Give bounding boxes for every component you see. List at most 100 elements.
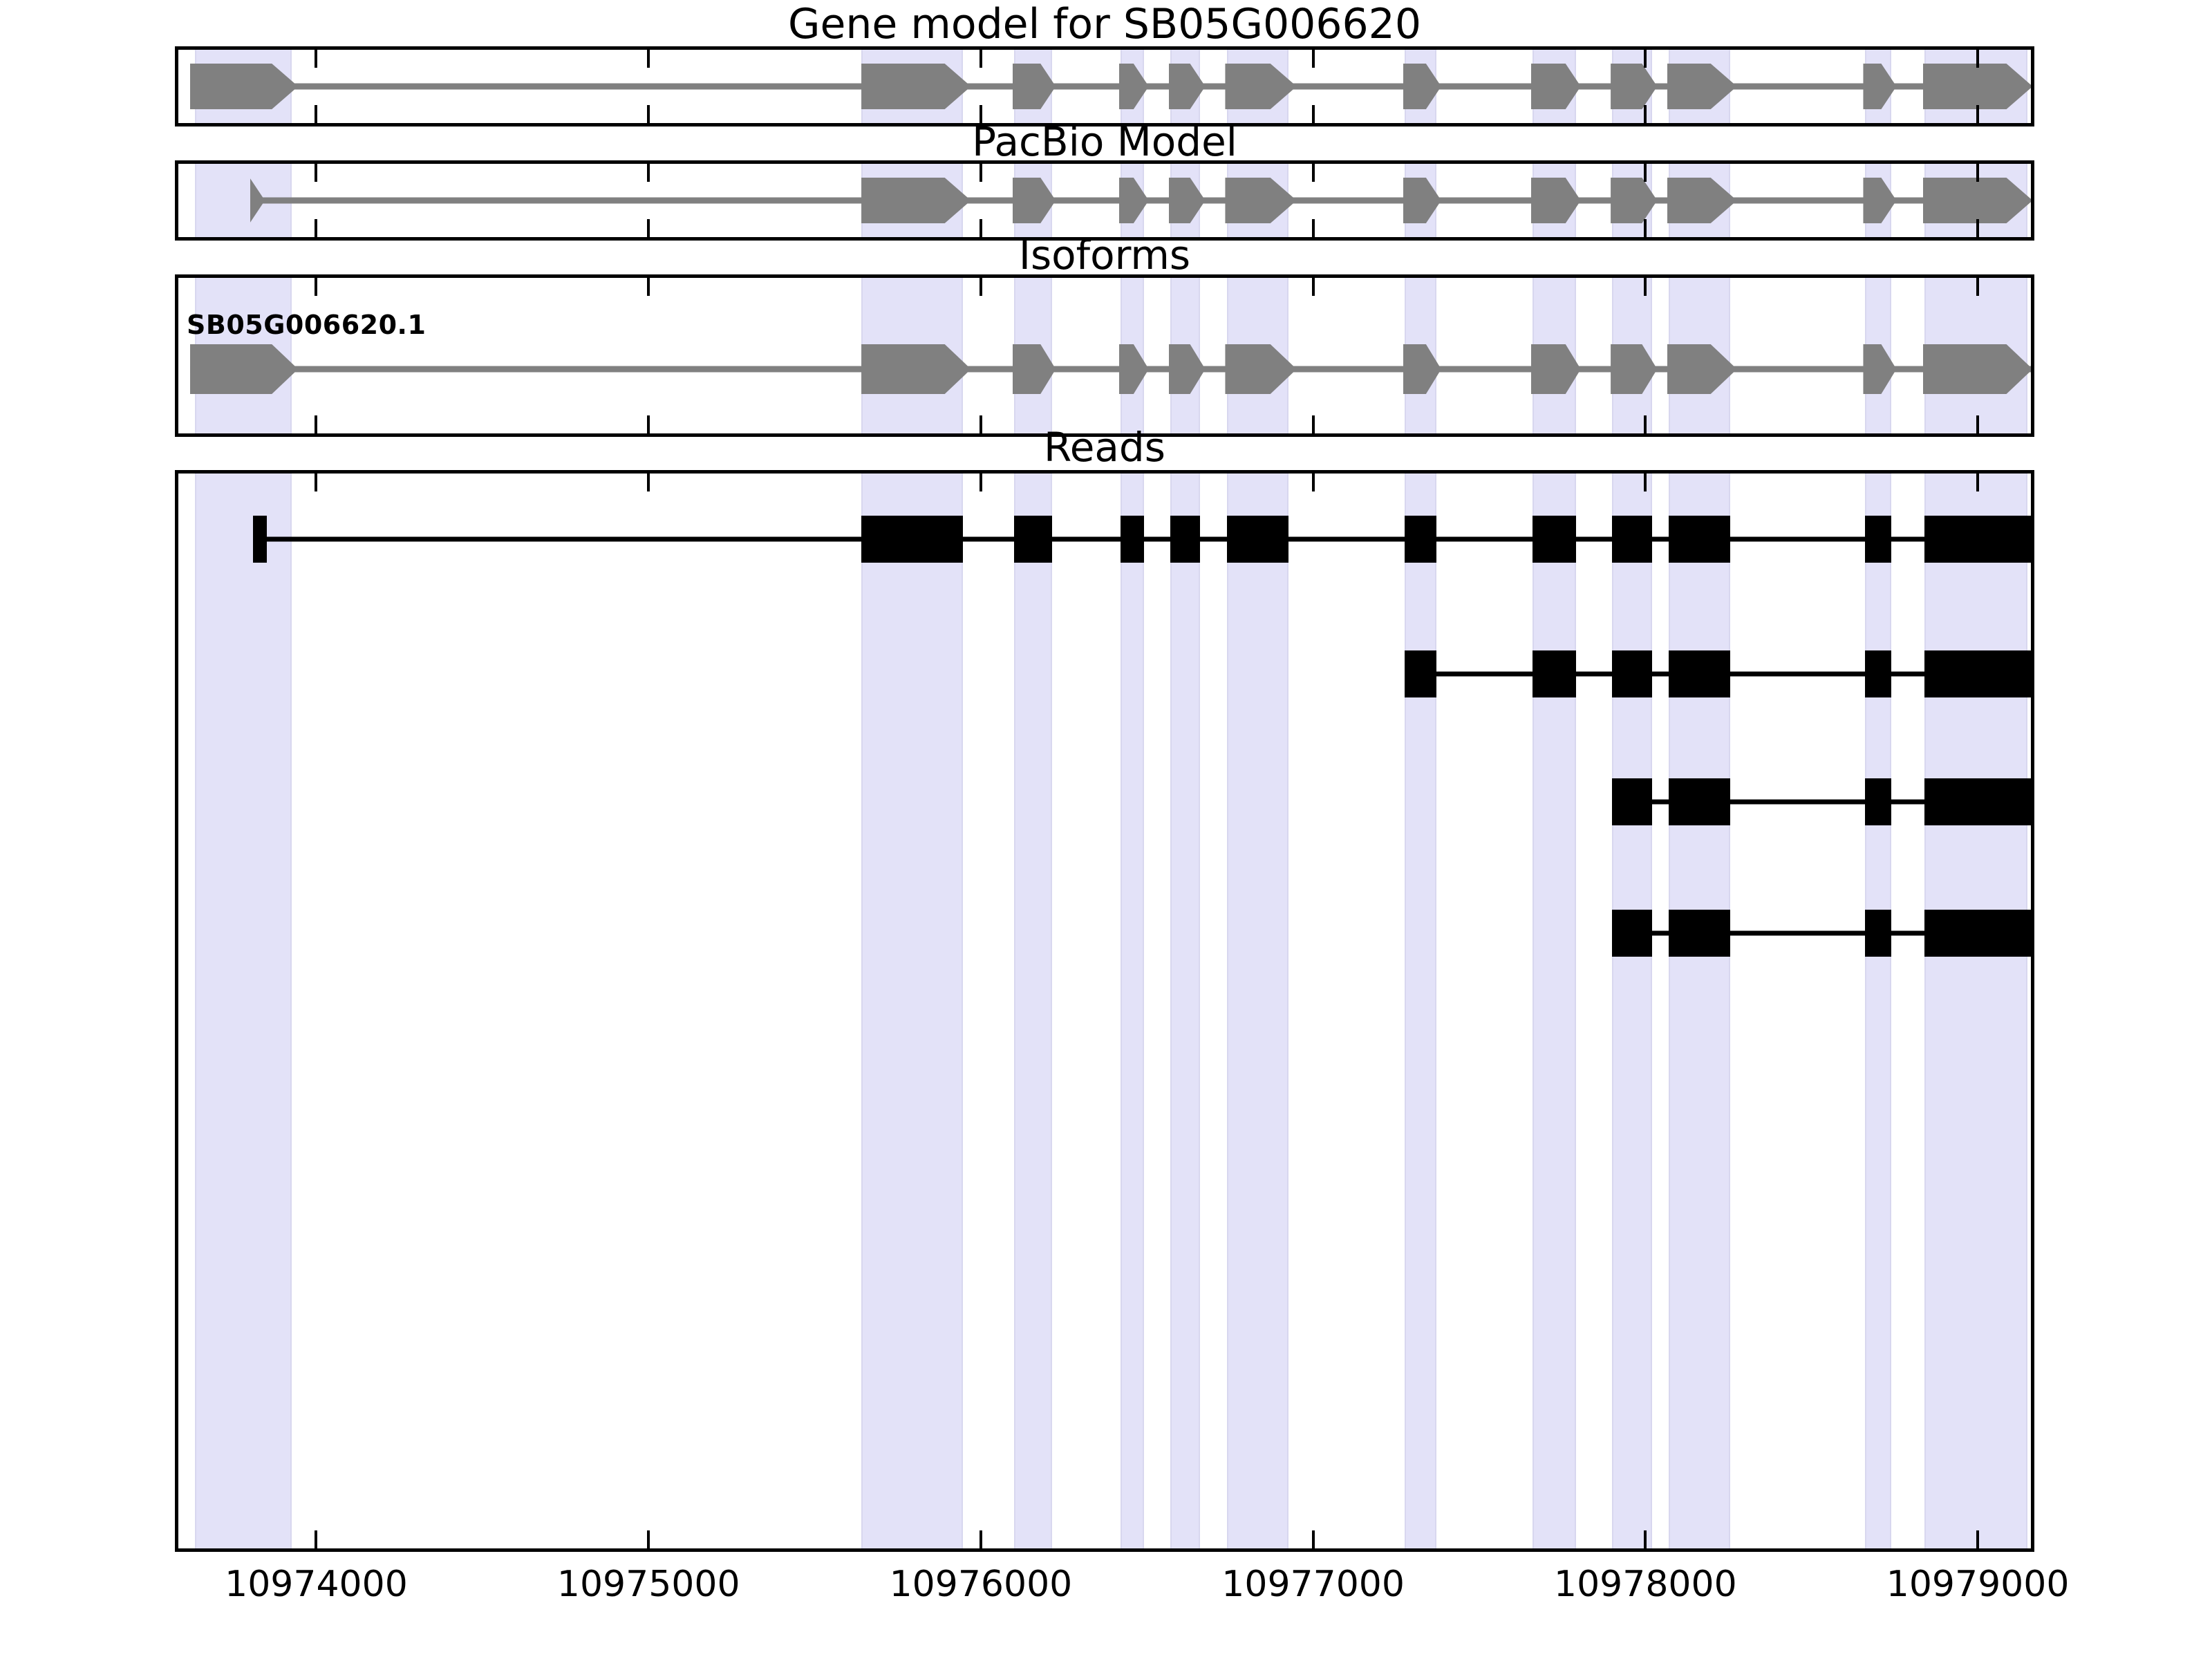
axis-tick (1976, 1530, 1980, 1548)
panel-reads (175, 470, 2034, 1552)
exon-block (1403, 178, 1441, 223)
exon-block (861, 344, 971, 394)
axis-tick (315, 1530, 318, 1548)
exon-block (1667, 64, 1737, 109)
exon-block (1863, 344, 1896, 394)
axis-tick (1644, 1530, 1647, 1548)
exon-block (1863, 64, 1896, 109)
axis-tick (1644, 415, 1647, 433)
axis-tick-label: 10978000 (1554, 1564, 1737, 1605)
read-exon-block (1405, 650, 1436, 697)
exon-block (1667, 344, 1737, 394)
axis-tick (979, 474, 982, 491)
read-row (178, 650, 2031, 697)
panel-isoforms: SB05G006620.1 (175, 274, 2034, 437)
highlight-band (1405, 474, 1436, 1548)
read-exon-block (1924, 650, 2031, 697)
axis-tick (979, 278, 982, 296)
axis-tick (979, 1530, 982, 1548)
highlight-band (1170, 474, 1201, 1548)
exon-block (250, 178, 265, 223)
axis-tick (1976, 474, 1980, 491)
highlight-band (1864, 474, 1892, 1548)
highlight-band (1226, 474, 1288, 1548)
exon-block (1013, 178, 1056, 223)
exon-block (1119, 64, 1149, 109)
exon-block (1013, 344, 1056, 394)
axis-tick (1311, 105, 1315, 123)
read-exon-block (1612, 778, 1653, 825)
panel-title-isoforms: Isoforms (1018, 232, 1191, 279)
read-exon-block (1864, 778, 1892, 825)
track-reads (178, 474, 2031, 1548)
isoform-label: SB05G006620.1 (187, 310, 427, 340)
read-exon-block (1924, 516, 2031, 563)
axis-tick (647, 164, 650, 182)
read-exon-block (1669, 650, 1731, 697)
axis-tick-label: 10975000 (556, 1564, 740, 1605)
axis-tick (1644, 278, 1647, 296)
axis-tick (1644, 50, 1647, 68)
read-exon-block (1924, 910, 2031, 957)
exon-block (861, 64, 971, 109)
axis-tick (647, 219, 650, 237)
exon-block (1611, 178, 1657, 223)
model-row (178, 64, 2031, 109)
exon-block (1923, 64, 2033, 109)
axis-tick (315, 50, 318, 68)
axis-tick (1644, 474, 1647, 491)
axis-tick (315, 415, 318, 433)
read-exon-block (1864, 516, 1892, 563)
intron-line (195, 83, 2028, 90)
highlight-band (1612, 474, 1653, 1548)
panel-pacbio-model (175, 160, 2034, 241)
exon-block (1611, 344, 1657, 394)
exon-block (1403, 344, 1441, 394)
axis-tick-label: 10974000 (225, 1564, 408, 1605)
exon-block (1531, 64, 1581, 109)
highlight-band (1924, 474, 2028, 1548)
axis-tick (647, 50, 650, 68)
panel-title-gene-model: Gene model for SB05G006620 (787, 0, 1422, 48)
axis-tick-label: 10977000 (1221, 1564, 1405, 1605)
highlight-band (1014, 474, 1053, 1548)
exon-block (1667, 178, 1737, 223)
model-row (178, 344, 2031, 394)
exon-block (1169, 64, 1206, 109)
track-isoforms: SB05G006620.1 (178, 278, 2031, 433)
axis-tick (647, 415, 650, 433)
axis-tick (647, 1530, 650, 1548)
axis-tick (647, 474, 650, 491)
axis-tick (315, 164, 318, 182)
axis-tick (979, 164, 982, 182)
axis-tick (1311, 219, 1315, 237)
read-intron-line (1612, 799, 2031, 805)
read-exon-block (1612, 516, 1653, 563)
axis-tick (1311, 50, 1315, 68)
axis-tick (1311, 415, 1315, 433)
axis-tick (1976, 50, 1980, 68)
exon-block (1403, 64, 1441, 109)
panel-gene-model (175, 46, 2034, 126)
axis-tick (979, 105, 982, 123)
axis-tick (979, 50, 982, 68)
read-exon-block (1533, 516, 1576, 563)
exon-block (1169, 344, 1206, 394)
exon-block (1923, 344, 2033, 394)
exon-block (1225, 344, 1296, 394)
read-exon-block (1533, 650, 1576, 697)
read-exon-block (1669, 778, 1731, 825)
exon-block (1863, 178, 1896, 223)
axis-tick (647, 105, 650, 123)
read-exon-block (1121, 516, 1144, 563)
read-exon-block (1014, 516, 1053, 563)
exon-block (1531, 344, 1581, 394)
axis-tick (315, 474, 318, 491)
read-row (178, 910, 2031, 957)
axis-tick (1311, 278, 1315, 296)
track-gene-model (178, 50, 2031, 123)
highlight-band (861, 474, 963, 1548)
read-intron-line (1612, 930, 2031, 936)
exon-block (1225, 178, 1296, 223)
